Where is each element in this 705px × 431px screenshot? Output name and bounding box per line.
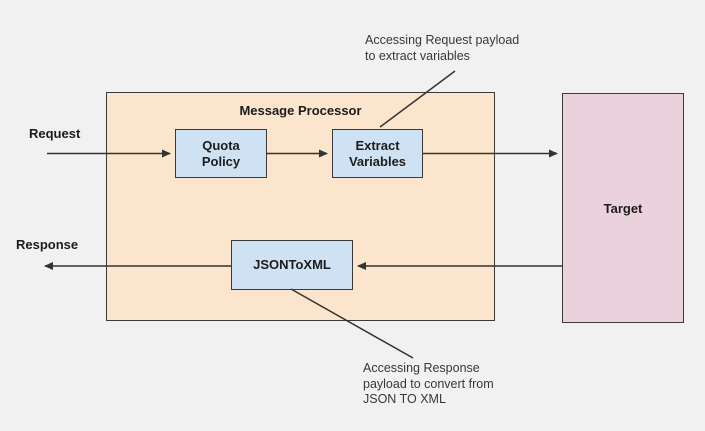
target-box: Target xyxy=(562,93,684,323)
json-to-xml-label: JSONToXML xyxy=(253,257,331,272)
quota-policy-label-line2: Policy xyxy=(201,153,241,169)
request-label: Request xyxy=(29,126,81,141)
extract-variables-label-line2: Variables xyxy=(348,153,407,169)
quota-policy-label-line1: Quota xyxy=(202,137,240,153)
message-processor-title: Message Processor xyxy=(239,103,362,118)
extract-variables-node: Extract Variables xyxy=(332,129,423,178)
request-annotation-line1: Accessing Request payload xyxy=(365,33,520,47)
target-label: Target xyxy=(603,200,643,216)
response-annotation-line1: Accessing Response xyxy=(363,361,480,375)
response-annotation-line2: payload to convert from xyxy=(363,376,494,391)
response-annotation-line3: JSON TO XML xyxy=(363,392,446,406)
response-label: Response xyxy=(16,237,79,252)
extract-variables-label-line1: Extract xyxy=(355,137,400,153)
json-to-xml-node: JSONToXML xyxy=(231,240,353,290)
quota-policy-node: Quota Policy xyxy=(175,129,267,178)
request-annotation: Accessing Request payload to extract var… xyxy=(365,33,555,64)
request-annotation-line2: to extract variables xyxy=(365,48,470,63)
response-annotation: Accessing Response payload to convert fr… xyxy=(363,361,543,408)
